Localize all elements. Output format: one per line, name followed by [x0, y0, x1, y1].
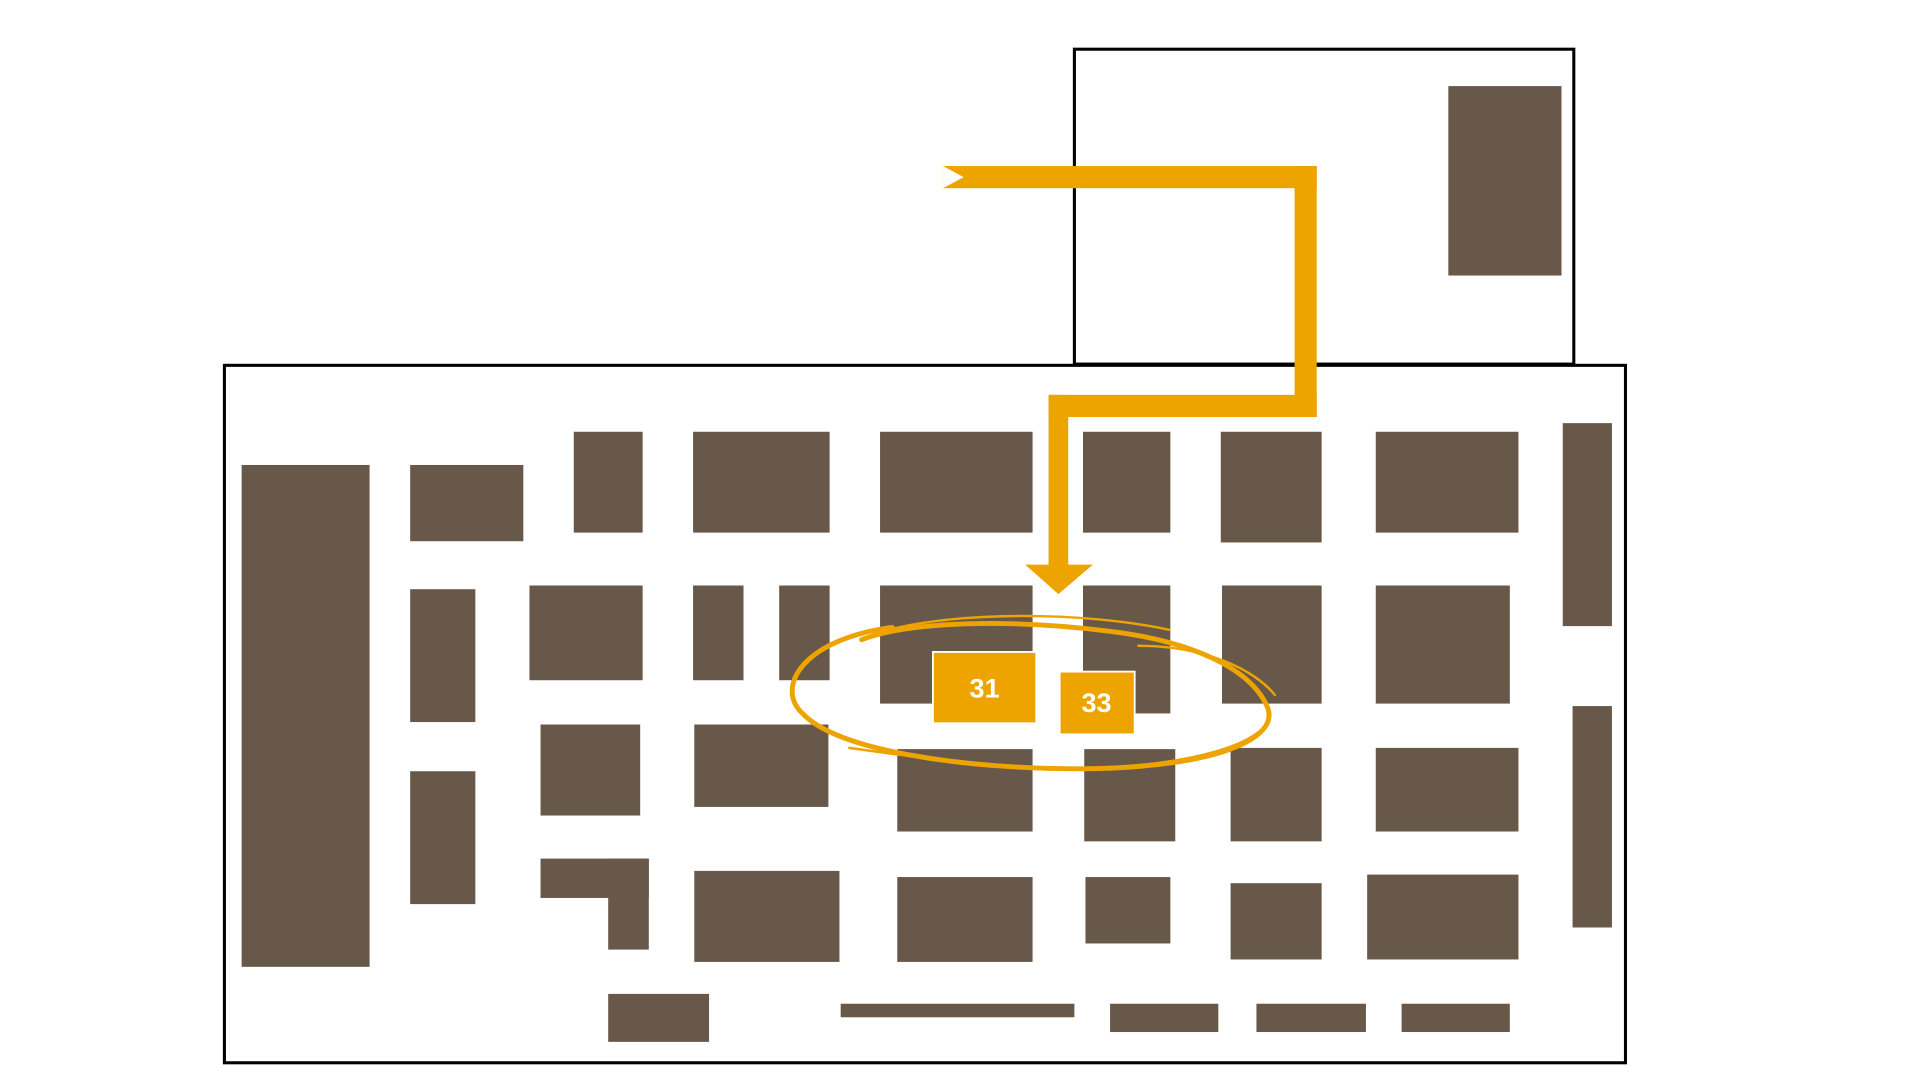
building-block [1375, 585, 1510, 704]
building-block [573, 431, 643, 533]
building-block [241, 464, 370, 967]
building-block [540, 724, 641, 816]
building-block [529, 585, 643, 681]
building-block [410, 464, 524, 542]
building-block [840, 1003, 1075, 1018]
building-block [410, 589, 476, 723]
building-blocks [241, 86, 1612, 1042]
building-block [1572, 706, 1612, 928]
building-block [1401, 1003, 1510, 1033]
building-block [1375, 747, 1519, 832]
building-block [1083, 431, 1171, 533]
unit-label: 31 [970, 673, 1000, 703]
building-block [1222, 585, 1322, 704]
building-block [1220, 431, 1322, 543]
building-block [1230, 747, 1322, 842]
building-block [1448, 86, 1562, 276]
building-block [1375, 431, 1519, 533]
building-block [1256, 1003, 1366, 1033]
unit-label: 33 [1081, 688, 1111, 718]
building-block [608, 858, 649, 950]
building-block [897, 877, 1033, 962]
building-block [1367, 874, 1519, 960]
unit-33[interactable]: 33 [1058, 670, 1136, 736]
route-path [942, 166, 1317, 595]
building-block [693, 431, 830, 533]
building-block [693, 585, 744, 681]
building-block [1230, 883, 1322, 960]
highlight-ellipse [789, 614, 1277, 772]
building-block [608, 993, 710, 1042]
building-block [880, 431, 1033, 533]
building-block [1110, 1003, 1219, 1033]
building-block [1562, 423, 1612, 627]
building-block [694, 870, 840, 962]
building-block [1085, 877, 1171, 944]
building-block [694, 724, 829, 807]
main-building-outline [222, 363, 1628, 1065]
building-block [410, 771, 476, 905]
route-start-flag-icon [942, 166, 964, 189]
arrow-down-icon [1025, 564, 1093, 595]
unit-31[interactable]: 31 [932, 651, 1038, 725]
